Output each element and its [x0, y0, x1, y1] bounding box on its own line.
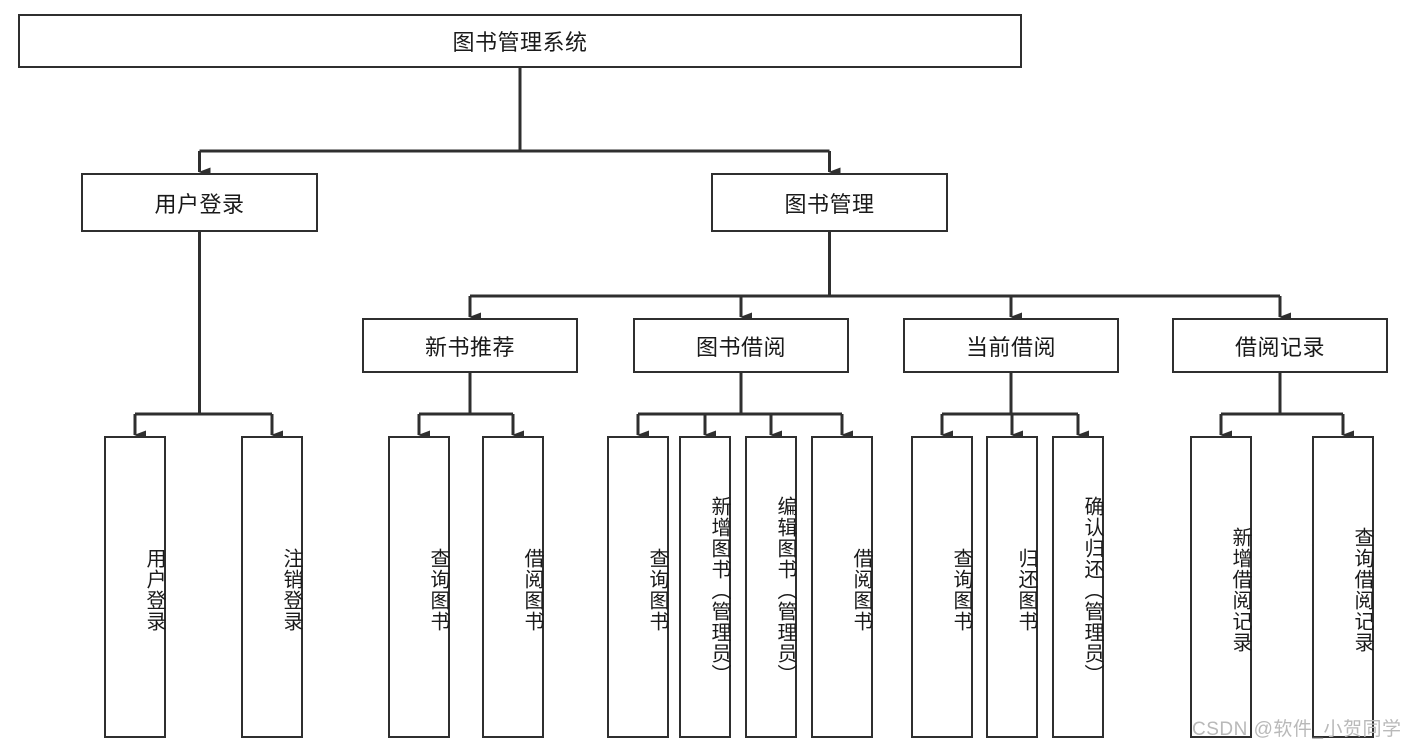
node-label: 查询图书 [427, 548, 449, 632]
node-label: 新增借阅记录 [1229, 527, 1251, 653]
node-label: 归还图书 [1015, 548, 1037, 632]
node-root[interactable]: 图书管理系统 [18, 14, 1022, 68]
node-label: 当前借阅 [965, 334, 1056, 360]
node-label: 查询图书 [646, 548, 668, 632]
node-current[interactable]: 当前借阅 [903, 318, 1119, 373]
node-bookmgmt[interactable]: 图书管理 [711, 173, 948, 232]
node-label: 图书管理系统 [452, 30, 588, 55]
node-label: 借阅记录 [1234, 334, 1325, 360]
node-leaf-nb-borrow[interactable]: 借阅图书 [482, 436, 544, 738]
node-leaf-cu-confirm[interactable]: 确认归还（管理员） [1052, 436, 1104, 738]
node-leaf-bo-query[interactable]: 查询图书 [607, 436, 669, 738]
node-leaf-cu-return[interactable]: 归还图书 [986, 436, 1038, 738]
node-label: 借阅图书 [521, 548, 543, 632]
node-leaf-nb-query[interactable]: 查询图书 [388, 436, 450, 738]
node-leaf-bo-borrow[interactable]: 借阅图书 [811, 436, 873, 738]
watermark-label: CSDN @软件_小贺同学 [1192, 719, 1402, 740]
node-label: 新书推荐 [424, 334, 515, 360]
node-leaf-user-login[interactable]: 用户登录 [104, 436, 166, 738]
node-label: 查询借阅记录 [1351, 527, 1373, 653]
node-leaf-bo-edit[interactable]: 编辑图书（管理员） [745, 436, 797, 738]
node-leaf-user-logout[interactable]: 注销登录 [241, 436, 303, 738]
node-leaf-rc-query[interactable]: 查询借阅记录 [1312, 436, 1374, 738]
node-label: 图书管理 [784, 191, 875, 217]
node-label: 新增图书（管理员） [708, 495, 730, 685]
node-label: 用户登录 [154, 191, 245, 217]
node-label: 注销登录 [280, 548, 302, 632]
node-label: 图书借阅 [695, 334, 786, 360]
node-label: 编辑图书（管理员） [774, 495, 796, 685]
node-label: 借阅图书 [850, 548, 872, 632]
node-label: 确认归还（管理员） [1081, 495, 1103, 685]
node-login[interactable]: 用户登录 [81, 173, 318, 232]
node-leaf-cu-query[interactable]: 查询图书 [911, 436, 973, 738]
node-label: 用户登录 [143, 548, 165, 632]
node-leaf-rc-add[interactable]: 新增借阅记录 [1190, 436, 1252, 738]
node-leaf-bo-add[interactable]: 新增图书（管理员） [679, 436, 731, 738]
node-records[interactable]: 借阅记录 [1172, 318, 1388, 373]
node-borrow[interactable]: 图书借阅 [633, 318, 849, 373]
node-newbook[interactable]: 新书推荐 [362, 318, 578, 373]
node-label: 查询图书 [950, 548, 972, 632]
